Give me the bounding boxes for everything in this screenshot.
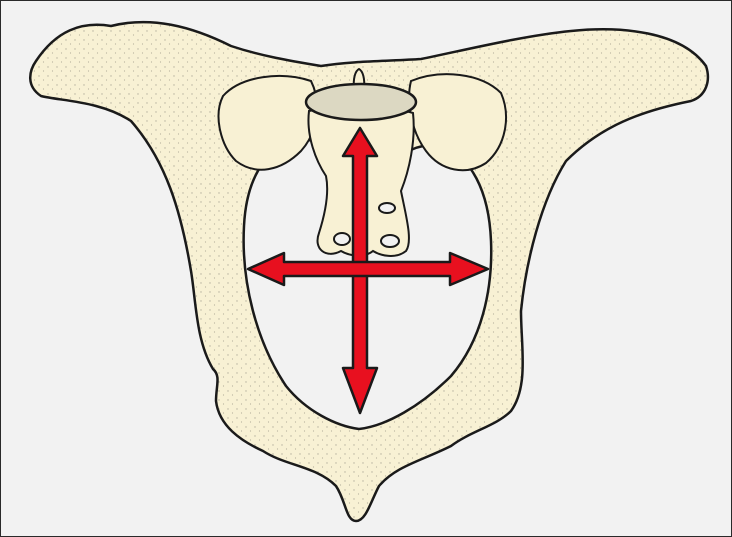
right-sacral-wing <box>409 74 506 170</box>
sacral-foramen <box>381 235 399 247</box>
sacral-foramen <box>334 233 350 245</box>
sacral-foramen <box>379 203 395 213</box>
left-sacral-wing <box>219 76 317 170</box>
sacral-plate <box>306 84 416 120</box>
